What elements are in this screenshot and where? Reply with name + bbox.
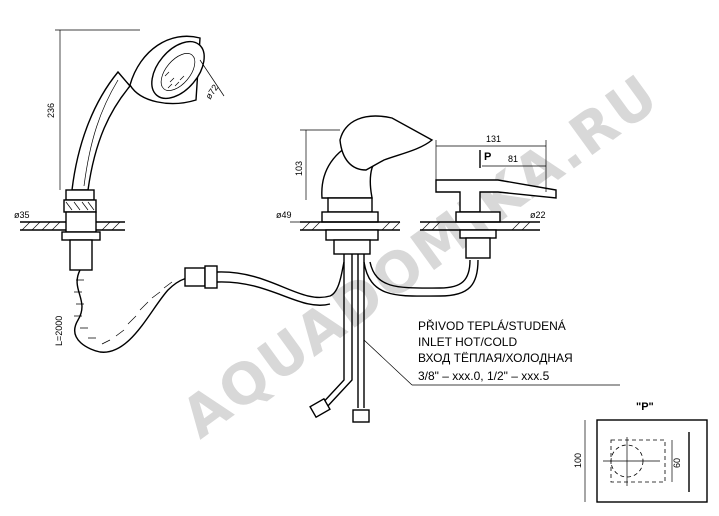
dim-49: ø49 — [276, 210, 292, 220]
inlet-note-line2: INLET HOT/COLD — [418, 335, 517, 349]
dim-81: 81 — [508, 154, 518, 164]
note-leader — [363, 339, 413, 386]
watermark: AQUADOMIKA.RU — [170, 62, 671, 451]
detail-view-p: "P" 100 60 — [573, 401, 708, 503]
inlet-note-line3: ВХОД ТЁПЛАЯ/ХОЛОДНАЯ — [418, 351, 573, 365]
dim-131: 131 — [486, 134, 501, 144]
mixer-dimensions: 103 ø49 — [276, 129, 340, 223]
dim-35: ø35 — [14, 210, 30, 220]
spout — [420, 179, 557, 259]
inlet-note-line4: 3/8" – xxx.0, 1/2" – xxx.5 — [418, 369, 550, 383]
mixer — [216, 115, 479, 423]
detail-dim-100: 100 — [573, 453, 583, 468]
inlet-note-line1: PŘIVOD TEPLÁ/STUDENÁ — [418, 318, 566, 333]
inlet-note: PŘIVOD TEPLÁ/STUDENÁ INLET HOT/COLD ВХОД… — [412, 318, 620, 386]
dim-72: ø72 — [203, 83, 220, 101]
dim-103: 103 — [294, 161, 304, 176]
spout-dimensions: 131 81 P ø22 — [435, 134, 547, 223]
view-marker-p: P — [484, 151, 491, 163]
hand-shower — [20, 35, 218, 353]
dim-L2000: L=2000 — [54, 316, 64, 346]
dim-22: ø22 — [530, 210, 546, 220]
dim-236: 236 — [46, 103, 56, 118]
detail-dim-60: 60 — [672, 458, 682, 468]
detail-view-title: "P" — [636, 401, 654, 413]
